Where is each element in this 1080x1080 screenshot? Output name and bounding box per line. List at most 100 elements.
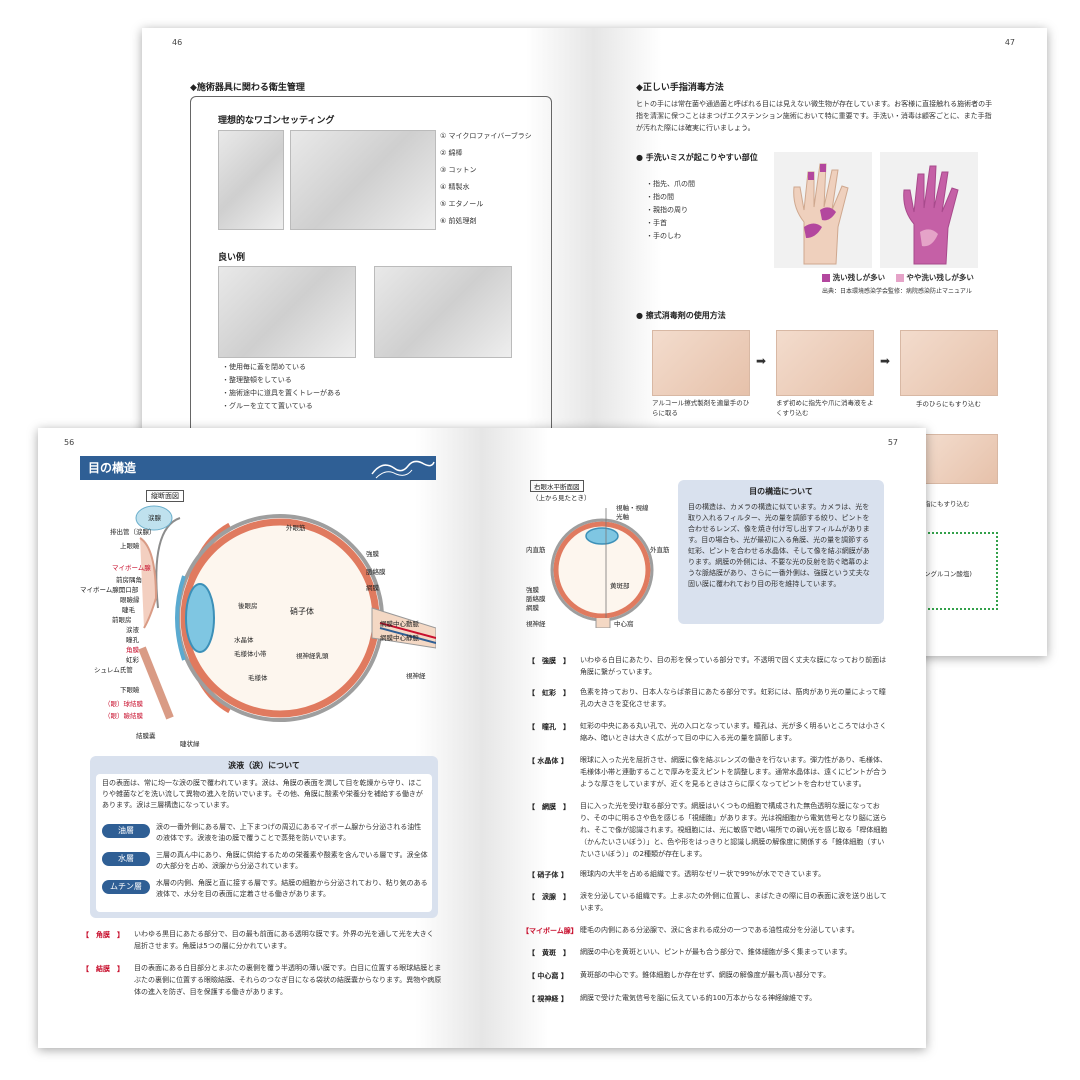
page-number: 56 (64, 438, 75, 447)
tear-panel: 涙液（涙）について 目の表面は、常に均一な涙の膜で覆われています。涙は、角膜の表… (90, 756, 438, 918)
tear-panel-body: 目の表面は、常に均一な涙の膜で覆われています。涙は、角膜の表面を潤して目を乾燥か… (102, 779, 423, 809)
label-meibomian-orifice: マイボーム腺開口部 (80, 586, 139, 594)
label-fornix: 前房隅角 (116, 576, 142, 584)
list-item: ・使用毎に蓋を閉めている (222, 363, 306, 371)
term-label: 【 硝子体 】 (528, 871, 568, 879)
term-label: 【マイボーム腺】 (522, 927, 578, 935)
list-item: ① マイクロファイバーブラシ (440, 132, 532, 140)
label-retina: 網膜 (366, 584, 379, 592)
label-palpebral-conj: （眼）瞼結膜 (104, 712, 143, 720)
tray-photo (290, 130, 436, 230)
term-label: 【 結膜 】 (82, 965, 124, 973)
label-ciliary-body: 毛様体 (248, 674, 268, 682)
list-item: ・指の間 (646, 193, 674, 201)
list-item: ・親指の周り (646, 206, 688, 214)
ideal-title: 理想的なワゴンセッティング (218, 116, 335, 126)
term-definition: 眼球内の大半を占める組織です。透明なゼリー状で99%が水でできています。 (580, 870, 826, 878)
partial-text: ングルコン酸塩) (924, 570, 972, 578)
label-extraocular: 外眼筋 (286, 524, 306, 532)
hand-diagram-palm (880, 152, 978, 268)
front-booklet: 56 目の構造 縦断面図 (38, 428, 926, 1048)
structure-panel-title: 目の構造について (749, 487, 813, 496)
list-item: ② 綿棒 (440, 149, 463, 157)
rub-title: ● 擦式消毒剤の使用方法 (636, 311, 726, 320)
rub-photo-4 (924, 434, 998, 484)
term-label: 【 視神経 】 (528, 995, 568, 1003)
step-1-caption: アルコール擦式製剤を適量手のひらに取る (652, 399, 750, 417)
good-title: 良い例 (218, 253, 246, 263)
label-lateral-rectus: 外直筋 (650, 546, 670, 554)
label-anterior-chamber: 前眼房 (112, 616, 132, 624)
miss-points: ・指先、爪の間 ・指の間 ・親指の周り ・手首 ・手のしわ (646, 178, 695, 243)
stain-legend: 洗い残しが多い やや洗い残しが多い (822, 272, 974, 283)
page-46: 46 ◆施術器具に関わる衛生管理 理想的なワゴンセッティング ① マイクロファイ… (142, 28, 594, 656)
label-visual-axis: 視軸・視線 (616, 504, 649, 512)
label-vein: 網膜中心静脈 (380, 634, 419, 642)
label-upper-lid: 上眼瞼 (120, 542, 140, 550)
diagram-caption: 縦断面図 (146, 490, 184, 502)
diagram-caption-1: 右眼水平断面図 (530, 480, 584, 492)
source-note: 出典：日本環境感染学会監修：病院感染防止マニュアル (822, 288, 972, 295)
tear-panel-inner: 目の表面は、常に均一な涙の膜で覆われています。涙は、角膜の表面を潤して目を乾燥か… (96, 774, 432, 912)
label-fovea: 中心窩 (614, 620, 634, 628)
good-points: ・使用毎に蓋を閉めている ・整理整頓をしている ・施術途中に道具を置くトレーがあ… (222, 361, 522, 413)
legend-light-label: やや洗い残しが多い (906, 273, 974, 282)
structure-panel-body: 目の構造は、カメラの構造に似ています。カメラは、光を取り入れるフィルター、光の量… (688, 503, 870, 588)
arrow-icon: ➡ (756, 354, 767, 368)
term-definition: 黄斑部の中心です。錐体細胞しか存在せず、網膜の解像度が最も高い部分です。 (580, 971, 831, 979)
term-definition: 虹彩の中央にある丸い孔で、光の入口となっています。瞳孔は、光が多く明るいところで… (580, 722, 887, 742)
term-label: 【 黄斑 】 (528, 949, 570, 957)
miss-title: ● 手洗いミスが起こりやすい部位 (636, 153, 758, 162)
layer-mucin-pill: ムチン層 (102, 880, 150, 894)
label-schlemm: シュレム氏管 (94, 666, 133, 674)
diagram-caption-2: （上から見たとき） (532, 494, 591, 502)
page-number: 47 (1004, 38, 1015, 47)
label-optic-axis: 光軸 (616, 513, 629, 521)
label-vitreous: 硝子体 (290, 607, 314, 616)
hygiene-heading: ◆施術器具に関わる衛生管理 (190, 83, 305, 93)
term-definition: 色素を持っており、日本人ならば茶目にあたる部分です。虹彩には、筋肉があり光の量に… (580, 688, 886, 708)
label-lash: 睫毛 (122, 606, 135, 614)
term-definition: 網膜の中心を黄斑といい、ピントが最も合う部分で、錐体細胞が多く集まっています。 (580, 948, 852, 956)
label-lower-lid: 下眼瞼 (120, 686, 140, 694)
label-pupil: 瞳孔 (126, 636, 139, 644)
label-macula: 黄斑部 (610, 582, 630, 590)
term-definition: 涙を分泌している組織です。上まぶたの外側に位置し、まばたきの際に目の表面に涙を送… (580, 892, 887, 912)
term-label: 【 瞳孔 】 (528, 723, 570, 731)
page-56: 56 目の構造 縦断面図 (38, 428, 482, 1048)
label-meibomian: マイボーム腺 (112, 564, 151, 572)
page-number: 46 (172, 38, 183, 47)
term-label: 【 網膜 】 (528, 803, 570, 811)
list-item: ⑤ エタノール (440, 200, 484, 208)
page-57: 57 右眼水平断面図 （上から見たとき） 視軸・視線 光軸 内直筋 外直筋 強膜… (482, 428, 926, 1048)
label-medial-rectus: 内直筋 (526, 546, 546, 554)
tear-panel-title: 涙液（涙）について (228, 761, 300, 770)
label-tear: 涙液 (126, 626, 139, 634)
label-nerve-head: 視神経乳頭 (296, 652, 329, 660)
term-label: 【 涙腺 】 (528, 893, 570, 901)
label-lens: 水晶体 (234, 636, 254, 644)
rub-photo-2 (776, 330, 874, 396)
layer-oil-text: 涙の一番外側にある層で、上下まつげの周辺にあるマイボーム腺から分泌される油性の液… (156, 823, 422, 842)
label-zonule: 毛様体小帯 (234, 650, 267, 658)
list-item: ・施術途中に道具を置くトレーがある (222, 389, 341, 397)
legend-swatch-dark (822, 274, 830, 282)
page-number: 57 (887, 438, 898, 447)
term-definition: 睫毛の内側にある分泌腺で、涙に含まれる成分の一つである油性成分を分泌しています。 (580, 926, 859, 934)
rub-photo-3 (900, 330, 998, 396)
label-tear-duct: 排出管（涙腺） (110, 528, 156, 536)
list-item: ・手首 (646, 219, 667, 227)
label-posterior-chamber: 後眼房 (238, 602, 258, 610)
term-definition: 網膜で受けた電気信号を脳に伝えている約100万本からなる神経線維です。 (580, 994, 817, 1002)
label-lash-root: 睫状緑 (180, 740, 200, 748)
layer-oil-pill: 油層 (102, 824, 150, 838)
wagon-photo (218, 130, 284, 230)
horizontal-diagram: 右眼水平断面図 （上から見たとき） 視軸・視線 光軸 内直筋 外直筋 強膜 脈絡… (526, 478, 676, 628)
label-conj-sac: 結膜嚢 (136, 732, 156, 740)
hand-heading: ◆正しい手指消毒方法 (636, 83, 724, 93)
list-item: ③ コットン (440, 166, 477, 174)
label-iris: 虹彩 (126, 656, 139, 664)
step-2-caption: まず初めに指先や爪に消毒液をよくすり込む (776, 399, 874, 417)
eye-diagram: 縦断面図 涙腺 排出管（涙腺） 上眼瞼 マイボーム腺 前房隅角 マイボーム腺開口… (80, 488, 436, 748)
good-photo-2 (374, 266, 512, 358)
